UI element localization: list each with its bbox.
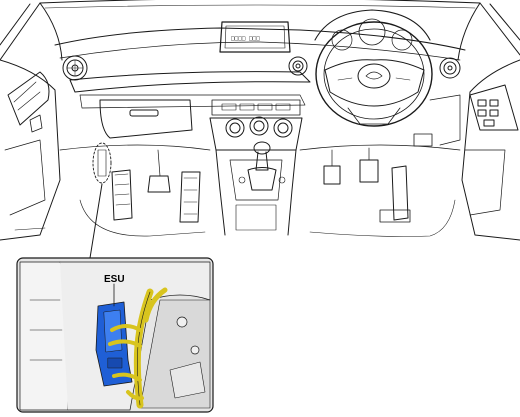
esu-location-marker	[92, 142, 112, 184]
steering-wheel	[314, 9, 433, 127]
leader-line	[89, 183, 103, 259]
right-door	[457, 2, 520, 241]
center-console	[209, 99, 303, 236]
wiring-harness	[108, 287, 168, 409]
left-door	[0, 2, 63, 241]
far-right-air-vent	[439, 57, 461, 79]
floor-line	[59, 144, 461, 151]
display-text: □□□□ □□□	[231, 35, 260, 42]
windshield-edge	[39, 0, 481, 4]
detail-inset: ESU	[16, 257, 214, 413]
cabin-overview: □□□□ □□□	[0, 0, 520, 241]
esu-label: ESU	[104, 274, 125, 285]
infotainment-display: □□□□ □□□	[219, 21, 291, 53]
right-air-vent	[288, 56, 308, 76]
gear-shift-lever	[247, 141, 277, 191]
left-air-vent	[62, 55, 88, 81]
glove-box	[99, 99, 193, 139]
right-pedals	[323, 147, 411, 223]
left-footrest-pedals	[111, 149, 201, 223]
dashboard-top	[54, 27, 466, 51]
